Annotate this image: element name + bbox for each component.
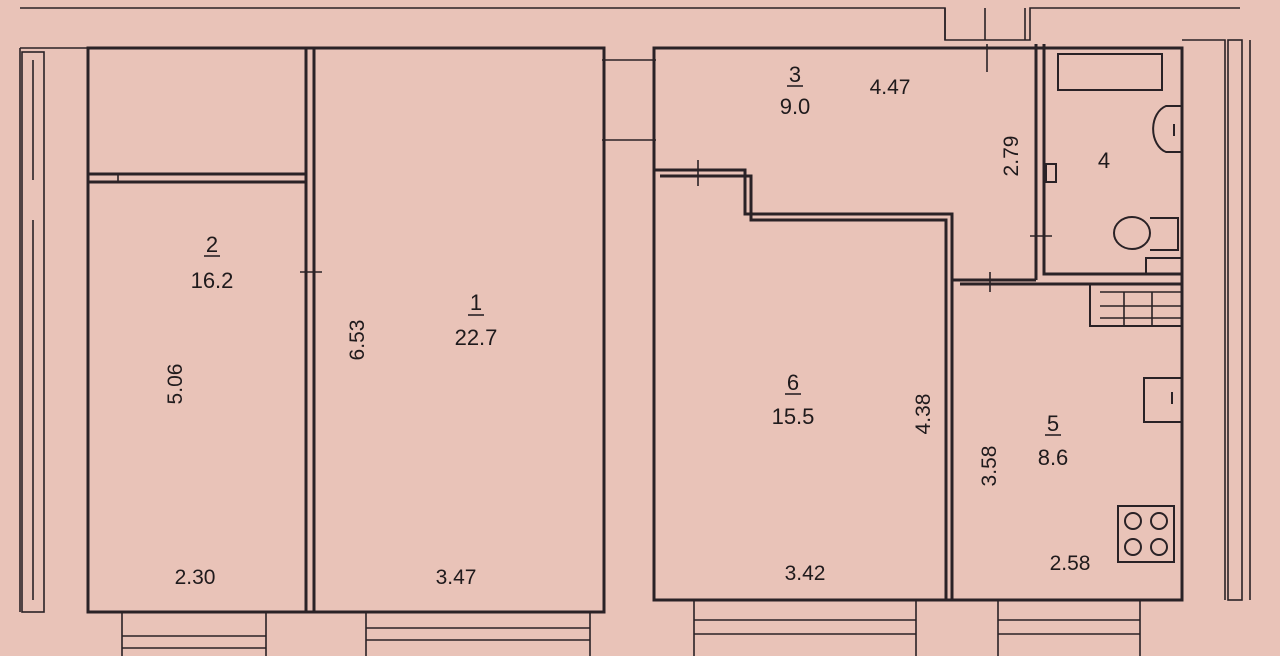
room-5-length-label: 3.58 bbox=[978, 446, 1001, 487]
room-1-length-label: 6.53 bbox=[346, 320, 369, 361]
room-2-area: 16.2 bbox=[191, 268, 234, 293]
room-5-width-label: 2.58 bbox=[1050, 552, 1091, 575]
room-6-width-label: 3.42 bbox=[785, 562, 826, 585]
bathtub-icon bbox=[1057, 53, 1163, 91]
room-6-length-label: 4.38 bbox=[912, 394, 935, 435]
right-block-walls bbox=[652, 44, 1184, 602]
room-3-width-label: 4.47 bbox=[870, 76, 911, 99]
room-2-length-label: 5.06 bbox=[164, 364, 187, 405]
room-4-number: 4 bbox=[1098, 148, 1110, 173]
left-window bbox=[21, 51, 45, 613]
stove-icon bbox=[1117, 505, 1175, 563]
left-block-walls bbox=[86, 46, 606, 614]
building-outline bbox=[19, 7, 1251, 612]
room-3-area: 9.0 bbox=[780, 94, 811, 119]
room-3-depth-label: 2.79 bbox=[1000, 136, 1023, 177]
room-1-width-label: 3.47 bbox=[436, 566, 477, 589]
toilet-icon bbox=[1113, 216, 1179, 251]
sink-icon bbox=[1152, 105, 1182, 153]
room-2-number: 2 bbox=[206, 232, 218, 257]
room-6-area: 15.5 bbox=[772, 404, 815, 429]
bottom-windows bbox=[121, 600, 1141, 656]
room-2-width-label: 2.30 bbox=[175, 566, 216, 589]
room-3-number: 3 bbox=[789, 62, 801, 87]
kitchen-cabinet-icon bbox=[1089, 284, 1182, 327]
room-5-number: 5 bbox=[1047, 411, 1059, 436]
room-1-number: 1 bbox=[470, 290, 482, 315]
kitchen-sink-icon bbox=[1143, 377, 1183, 423]
washer-icon bbox=[1045, 163, 1183, 275]
room-6-number: 6 bbox=[787, 370, 799, 395]
right-window bbox=[1227, 39, 1243, 601]
fraction-bars bbox=[204, 85, 1061, 436]
room-5-area: 8.6 bbox=[1038, 445, 1069, 470]
room-1-area: 22.7 bbox=[455, 325, 498, 350]
